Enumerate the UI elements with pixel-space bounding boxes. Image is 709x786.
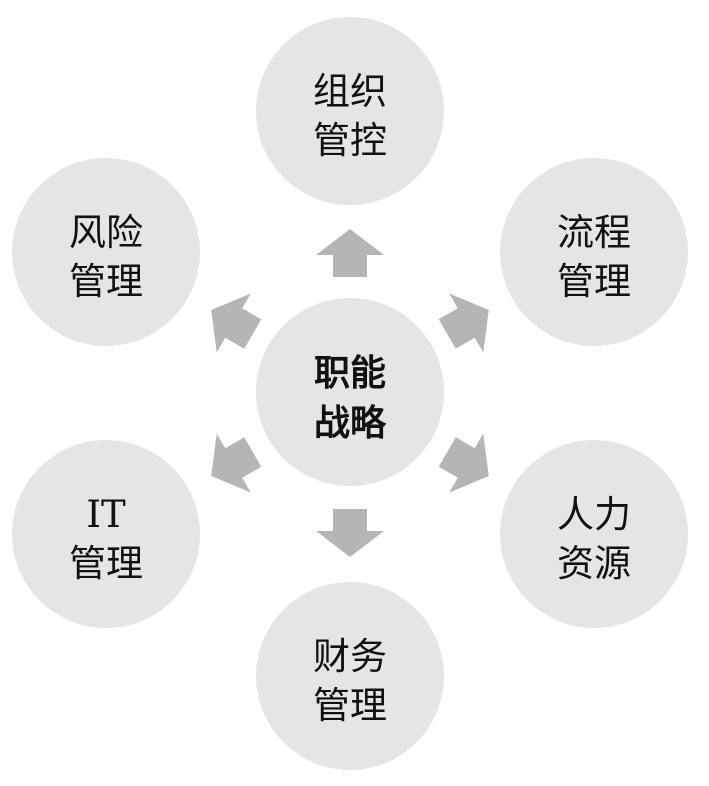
center-line2: 战略 [314, 403, 387, 444]
node-risk-management: 风险 管理 [12, 158, 200, 346]
center-circle [256, 298, 444, 486]
org-control-line2: 管控 [313, 119, 387, 162]
arrow-up-left [211, 293, 262, 353]
center-line1: 职能 [314, 353, 386, 394]
arrow-down-left [211, 433, 262, 493]
node-human-resources: 人力 资源 [500, 440, 688, 628]
finance-management-line1: 财务 [313, 635, 387, 678]
process-management-line2: 管理 [557, 260, 631, 303]
arrow-down [316, 509, 384, 557]
org-control-line1: 组织 [313, 70, 387, 113]
process-management-line1: 流程 [557, 211, 631, 254]
process-management-circle [500, 158, 688, 346]
arrow-down-right [438, 433, 489, 493]
human-resources-line2: 资源 [557, 542, 631, 585]
center-node: 职能 战略 [256, 298, 444, 486]
it-management-circle [12, 440, 200, 628]
node-org-control: 组织 管控 [256, 17, 444, 205]
risk-management-line2: 管理 [69, 260, 143, 303]
human-resources-line1: 人力 [557, 493, 631, 536]
node-it-management: IT 管理 [12, 440, 200, 628]
node-finance-management: 财务 管理 [256, 582, 444, 770]
human-resources-circle [500, 440, 688, 628]
org-control-circle [256, 17, 444, 205]
risk-management-line1: 风险 [69, 211, 143, 254]
risk-management-circle [12, 158, 200, 346]
it-management-line1: IT [86, 493, 126, 536]
arrow-up [316, 229, 384, 277]
it-management-line2: 管理 [69, 542, 143, 585]
finance-management-circle [256, 582, 444, 770]
finance-management-line2: 管理 [313, 684, 387, 727]
node-process-management: 流程 管理 [500, 158, 688, 346]
arrow-up-right [438, 293, 489, 353]
